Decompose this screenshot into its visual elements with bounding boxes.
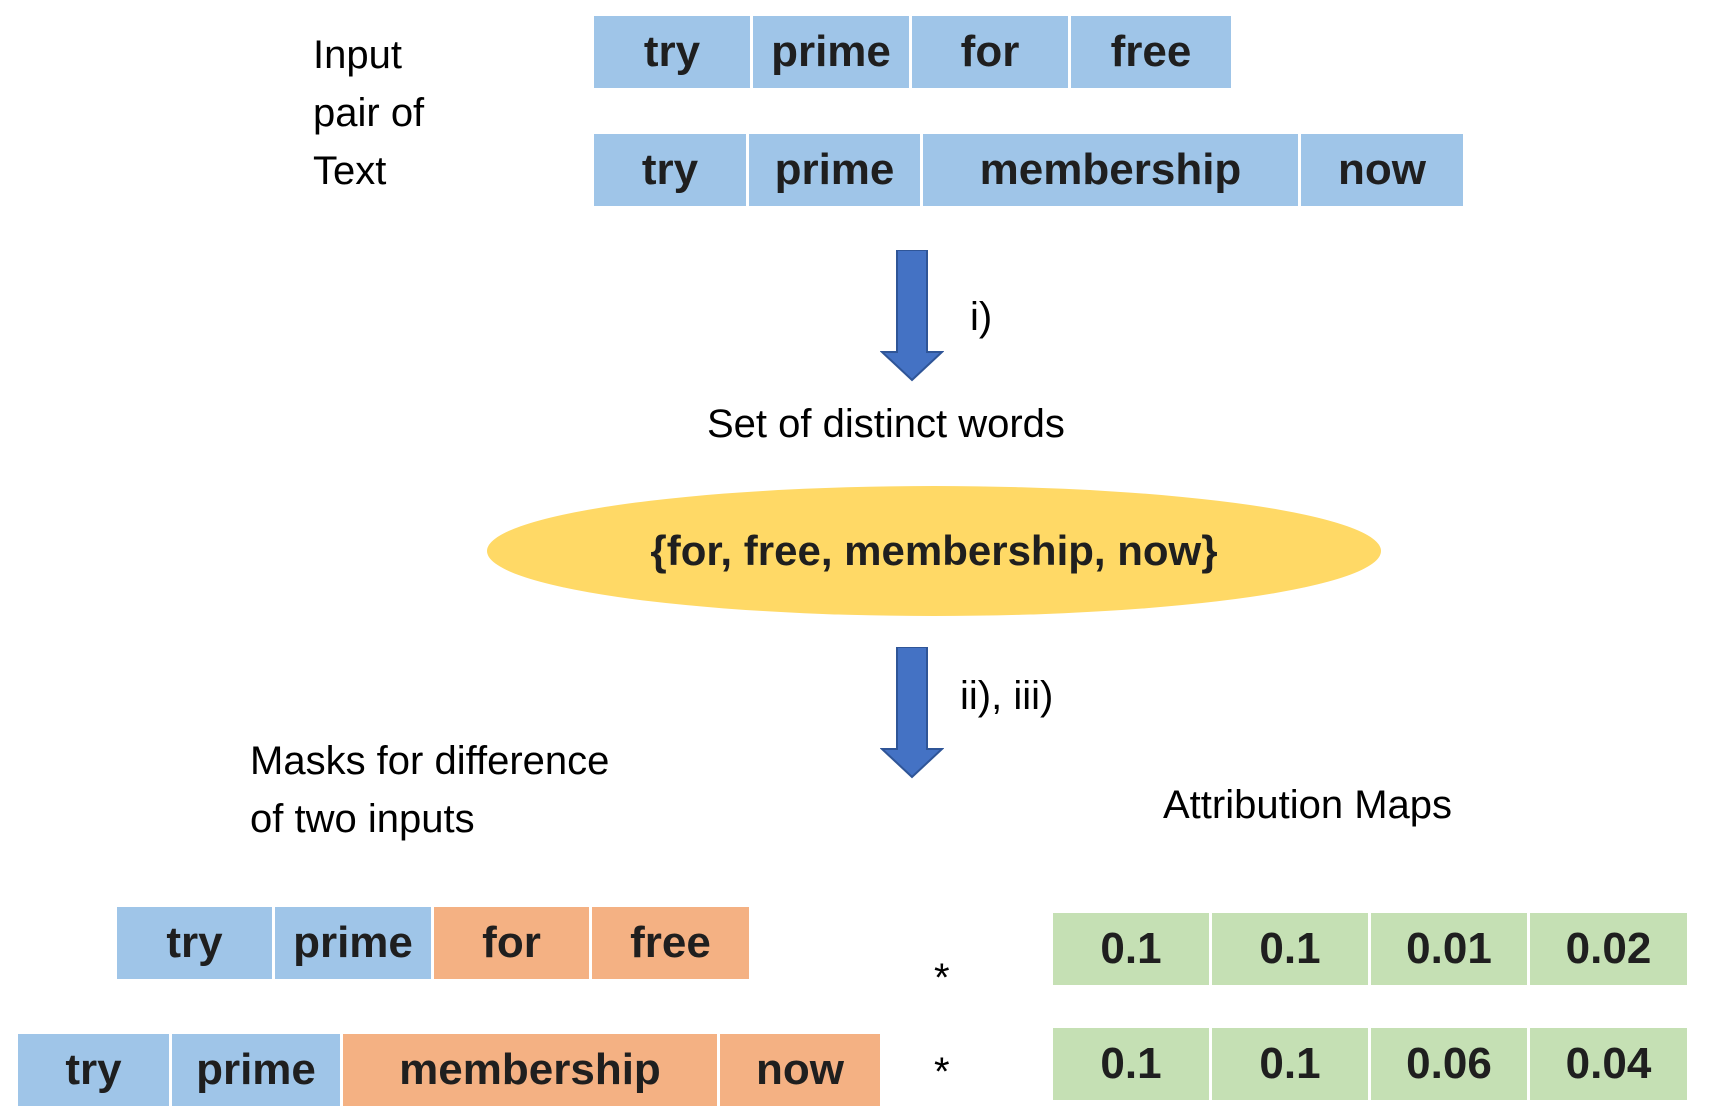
token-try: try	[594, 134, 749, 206]
attribution-value: 0.02	[1530, 913, 1687, 985]
input-label-line-1: Input	[313, 33, 402, 77]
distinct-words-title: Set of distinct words	[707, 402, 1065, 446]
attribution-row-2: 0.1 0.1 0.06 0.04	[1053, 1028, 1687, 1100]
token-now: now	[1301, 134, 1463, 206]
down-arrow-2	[880, 647, 944, 779]
token-for: for	[912, 16, 1071, 88]
multiply-operator-1: *	[934, 956, 950, 1000]
attribution-value: 0.04	[1530, 1028, 1687, 1100]
mask-token-prime: prime	[275, 907, 434, 979]
mask-row-1: try prime for free	[117, 907, 749, 979]
attribution-value: 0.06	[1371, 1028, 1530, 1100]
masks-title-line-2: of two inputs	[250, 797, 475, 841]
down-arrow-1	[880, 250, 944, 382]
mask-token-now: now	[720, 1034, 880, 1106]
input-text-1: try prime for free	[594, 16, 1231, 88]
input-text-2: try prime membership now	[594, 134, 1463, 206]
token-prime: prime	[753, 16, 912, 88]
step-2-label: ii), iii)	[960, 674, 1054, 718]
token-prime: prime	[749, 134, 923, 206]
multiply-operator-2: *	[934, 1050, 950, 1094]
distinct-words-set: {for, free, membership, now}	[487, 486, 1381, 616]
attribution-value: 0.1	[1212, 913, 1371, 985]
mask-token-membership: membership	[343, 1034, 720, 1106]
mask-token-free: free	[592, 907, 749, 979]
token-membership: membership	[923, 134, 1301, 206]
mask-token-try: try	[18, 1034, 172, 1106]
step-1-label: i)	[970, 295, 993, 339]
mask-token-try: try	[117, 907, 275, 979]
attribution-value: 0.1	[1212, 1028, 1371, 1100]
attribution-value: 0.1	[1053, 1028, 1212, 1100]
masks-title-line-1: Masks for difference	[250, 739, 610, 783]
token-free: free	[1071, 16, 1231, 88]
input-label-line-2: pair of	[313, 91, 425, 135]
mask-token-prime: prime	[172, 1034, 343, 1106]
mask-token-for: for	[434, 907, 592, 979]
attribution-row-1: 0.1 0.1 0.01 0.02	[1053, 913, 1687, 985]
attribution-value: 0.01	[1371, 913, 1530, 985]
attribution-title: Attribution Maps	[1163, 783, 1453, 827]
attribution-value: 0.1	[1053, 913, 1212, 985]
input-label-line-3: Text	[313, 149, 387, 193]
token-try: try	[594, 16, 753, 88]
mask-row-2: try prime membership now	[18, 1034, 880, 1106]
